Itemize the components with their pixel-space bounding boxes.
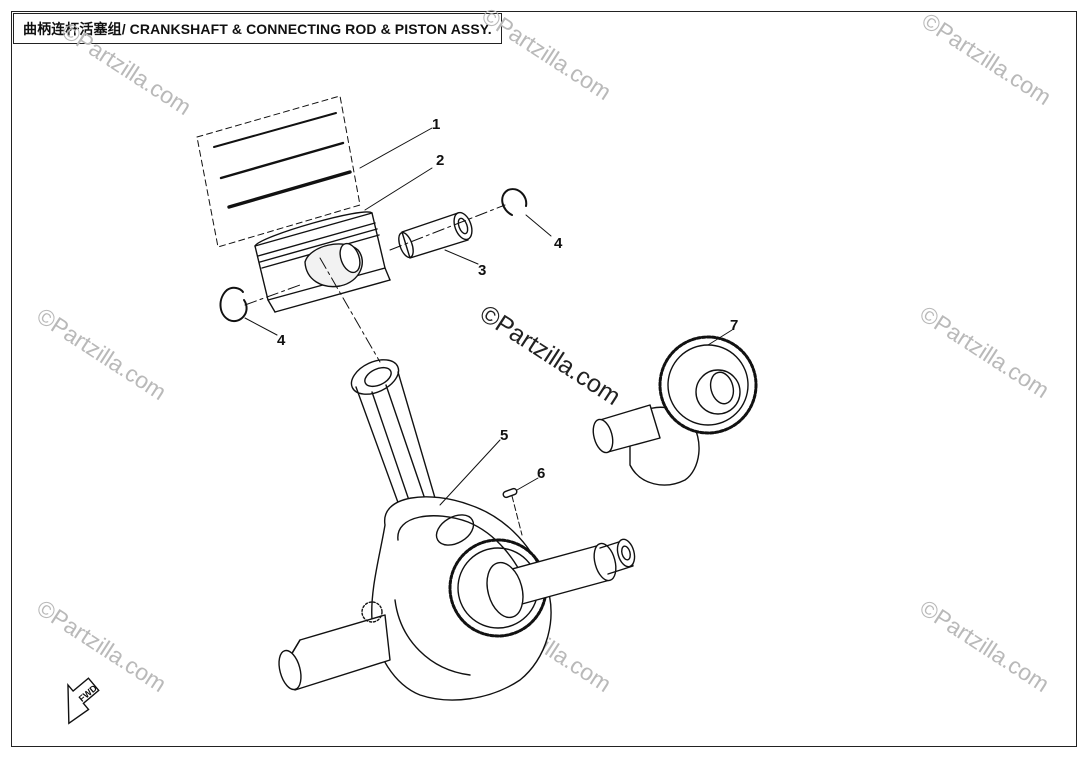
piston-pin [398,211,473,259]
leader-lines [244,127,733,536]
watermark: ©Partzilla.com [32,594,171,697]
callout-4a: 4 [554,235,563,252]
key [502,487,518,499]
callout-5: 5 [500,427,508,444]
watermark: ©Partzilla.com [32,302,171,405]
callout-7: 7 [730,317,738,334]
callout-3: 3 [478,262,486,279]
callout-1: 1 [432,116,440,133]
watermark: ©Partzilla.com [477,2,616,105]
fwd-arrow-icon: FWD [67,677,100,725]
balance-shaft [592,335,758,486]
watermark: ©Partzilla.com [915,594,1054,697]
crankshaft [278,496,636,701]
watermark: ©Partzilla.com [915,300,1054,403]
drawing-frame [11,11,1077,747]
watermark: ©Partzilla.com [57,17,196,120]
diagram-title: 曲柄连杆活塞组/ CRANKSHAFT & CONNECTING ROD & P… [13,13,502,44]
circlips [219,188,528,323]
piston-rings [196,95,361,248]
piston [254,211,391,313]
callout-4b: 4 [277,332,286,349]
callout-2: 2 [436,152,444,169]
watermark-center: ©Partzilla.com [475,300,626,411]
callout-6: 6 [537,465,545,482]
watermark: ©Partzilla.com [917,7,1056,110]
